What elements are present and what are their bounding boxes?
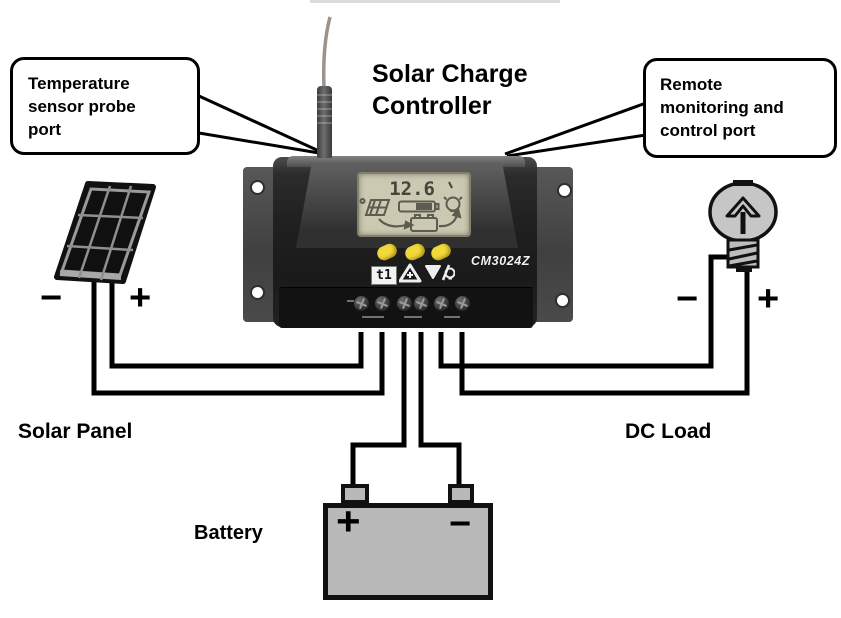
solar-panel-label: Solar Panel [18,420,133,443]
load-minus-sign: − [676,279,699,319]
battery-box [323,503,493,600]
wire-battery-minus [418,332,462,489]
terminal-label-mark [362,316,384,318]
screw-hole [557,295,568,306]
battery-triangle-icon [399,263,422,283]
terminal-label-mark [444,316,460,318]
lcd-content: 12.6 [359,178,463,232]
wire-load-minus [438,254,731,369]
probe-cable [322,16,332,89]
terminal-label-mark [404,316,422,318]
wires [91,254,750,489]
t1-button-icon: t1 [371,266,397,285]
wire-solar-minus [91,282,385,396]
screw-hole [252,287,263,298]
lcd-charge-arrow-icon [378,218,415,230]
wire-solar-plus [109,282,364,369]
lcd-battery-gauge-icon [398,200,440,213]
terminal-mark [347,300,354,302]
terminal-screw-battery-minus [414,296,429,311]
triangle-lamp-icon [425,264,455,281]
terminal-screw-solar-plus [354,296,369,311]
lcd-lamp-icon [443,196,463,212]
battery-plus-sign: + [336,498,361,543]
controller-top-face [287,156,525,167]
callout-temperature-port: Temperature sensor probe port [10,57,200,155]
lcd-solar-panel-icon [359,198,391,216]
wire-load-plus [459,272,750,396]
battery-post-plus [341,484,369,504]
lcd-display: 12.6 [357,172,471,237]
load-plus-sign: + [757,279,780,319]
panel-symbols [399,263,455,283]
terminal-screw-battery-plus [397,296,412,311]
diagram-title: Solar Charge Controller [372,60,528,120]
solar-panel-drawing [54,181,156,284]
lcd-discharge-arrow-icon [438,206,462,228]
solar-plus-sign: + [129,278,152,318]
lcd-battery-icon [410,214,438,232]
temperature-probe-plug [317,86,332,158]
battery-minus-sign: − [449,504,472,544]
battery-post-minus [448,484,474,504]
screw-hole [252,182,263,193]
terminal-screw-load-minus [434,296,449,311]
model-number: CM3024Z [471,254,531,268]
callout-pointer-lines [198,94,647,158]
filament-icon [725,196,761,218]
light-bulb-drawing [708,180,778,272]
image-edge-strip [310,0,560,3]
terminal-screw-solar-minus [375,296,390,311]
screw-hole [559,185,570,196]
battery-label: Battery [194,522,263,544]
lcd-voltage: 12.6 [389,178,435,200]
terminal-screw-load-plus [455,296,470,311]
callout-remote-port: Remote monitoring and control port [643,58,837,158]
dc-load-label: DC Load [625,420,712,443]
wire-battery-plus [350,332,407,489]
solar-minus-sign: − [40,278,63,318]
